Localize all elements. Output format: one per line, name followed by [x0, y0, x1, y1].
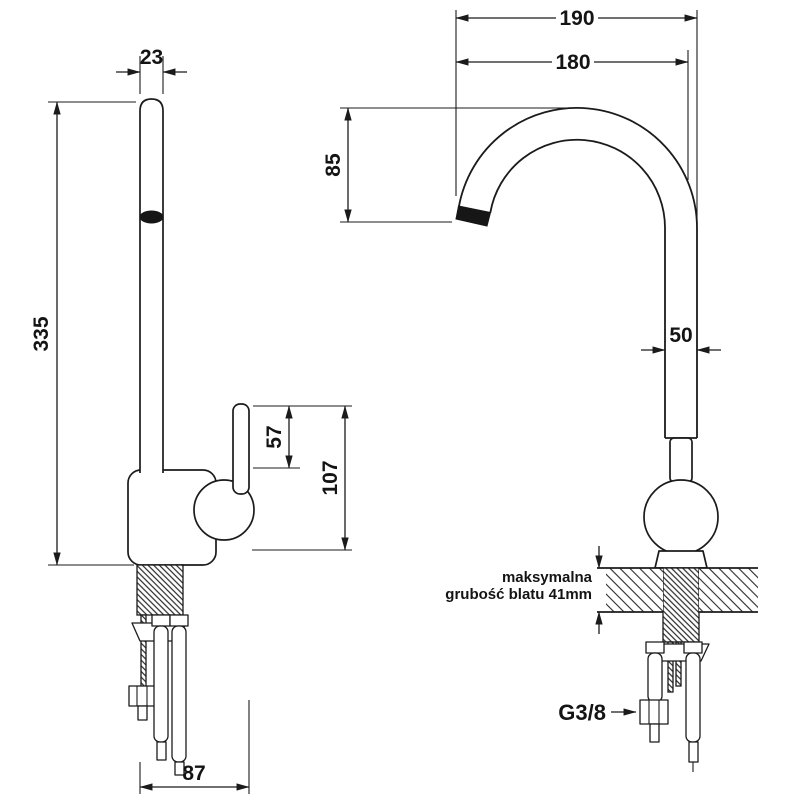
- mounting-hardware-side: [128, 614, 189, 776]
- dimension-body-width: 50: [641, 324, 721, 354]
- spout-pipe-side: [139, 98, 164, 473]
- cartridge-cap: [193, 479, 255, 541]
- supply-hose-left: [639, 641, 669, 743]
- supply-hose-right: [683, 641, 703, 772]
- mounting-hardware-front: [639, 641, 710, 772]
- countertop-note-line2: grubość blatu 41mm: [445, 586, 592, 603]
- dimension-spout-width: 23: [116, 46, 187, 94]
- threaded-shank-front: [662, 567, 700, 643]
- aerator-outlet-side: [139, 210, 164, 224]
- reach-outer-label: 190: [559, 7, 594, 30]
- dimension-base-depth: 87: [139, 700, 250, 794]
- body-width-label: 50: [669, 324, 692, 347]
- dimension-reach-outer: 190: [455, 7, 698, 224]
- thread-size-callout: G3/8: [558, 700, 637, 725]
- countertop-section: maksymalna grubość blatu 41mm: [445, 546, 758, 634]
- aerator-outlet-front: [455, 205, 492, 227]
- gooseneck-inner: [489, 138, 666, 438]
- dimension-reach-inner: 180: [455, 50, 689, 180]
- supply-hose-2: [169, 614, 189, 776]
- body-front: [643, 479, 719, 555]
- dimension-spout-drop: 85: [322, 107, 568, 223]
- supply-hose-1: [151, 614, 171, 761]
- handle-front: [669, 437, 693, 483]
- base-depth-label: 87: [182, 762, 205, 785]
- thread-size-label: G3/8: [558, 700, 606, 725]
- mounting-nut: [128, 685, 156, 707]
- spout-width-label: 23: [140, 46, 163, 69]
- g38-connection-nut: [639, 699, 669, 725]
- reach-inner-label: 180: [555, 51, 590, 74]
- dimension-body-height: 107: [252, 405, 352, 551]
- total-height-label: 335: [30, 316, 53, 351]
- body-height-label: 107: [319, 460, 342, 495]
- handle-lever-side: [232, 403, 250, 495]
- lever-height-label: 57: [263, 425, 286, 448]
- body-base-front: [654, 550, 708, 569]
- threaded-shank-side: [136, 564, 184, 616]
- front-view: maksymalna grubość blatu 41mm: [322, 7, 758, 772]
- dimension-total-height: 335: [30, 101, 136, 566]
- spout-drop-label: 85: [322, 153, 345, 177]
- countertop-note-line1: maksymalna: [502, 569, 593, 586]
- dimension-lever-height: 57: [253, 405, 352, 469]
- side-view: 23 335 57 107 87: [30, 46, 352, 794]
- gooseneck-outer: [457, 107, 698, 438]
